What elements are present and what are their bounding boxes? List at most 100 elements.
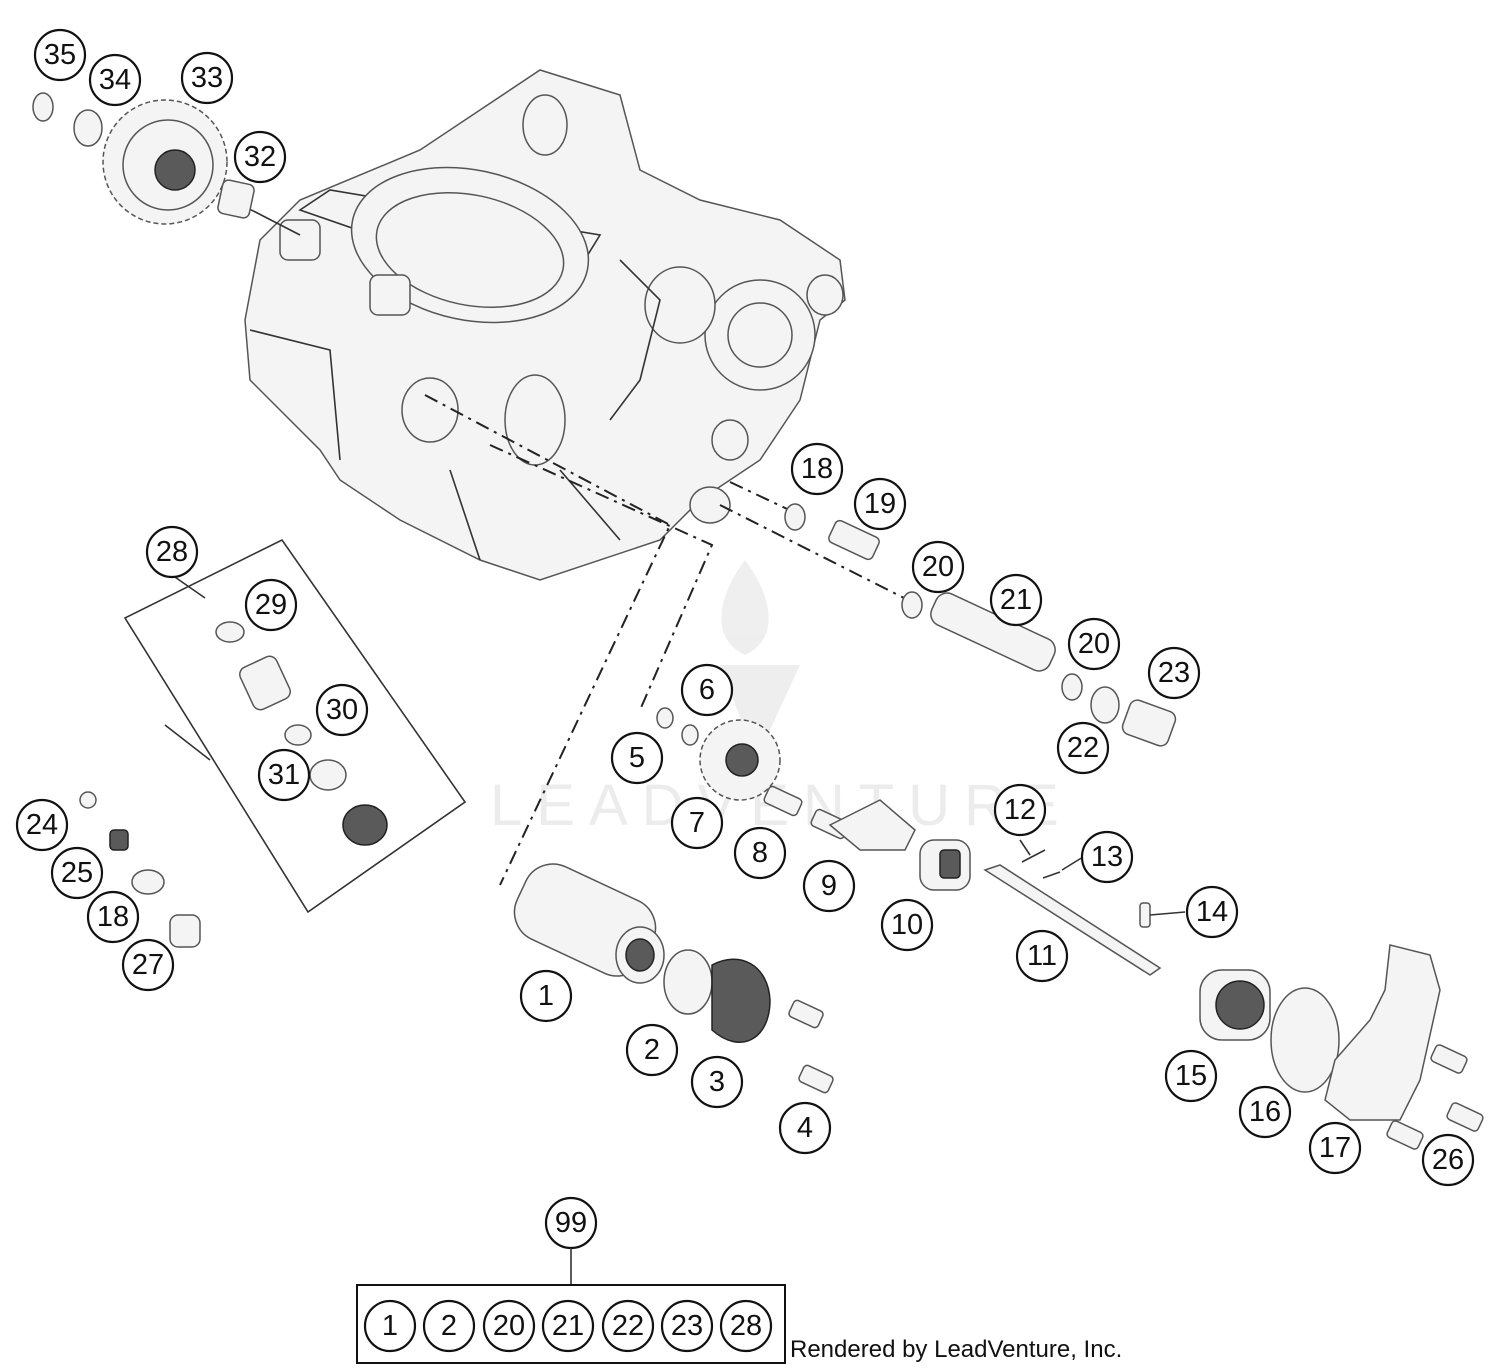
pin-12 bbox=[1021, 849, 1046, 863]
washer-18 bbox=[784, 503, 806, 531]
callout-9: 9 bbox=[802, 859, 856, 913]
callout-6: 6 bbox=[680, 663, 734, 717]
callout-25: 25 bbox=[50, 846, 104, 900]
svg-text:18: 18 bbox=[801, 453, 833, 485]
kit-99-items: 1 2 20 21 22 23 28 bbox=[363, 1299, 773, 1353]
svg-text:34: 34 bbox=[99, 64, 131, 96]
o-ring-2 bbox=[663, 949, 713, 1015]
svg-text:21: 21 bbox=[552, 1310, 584, 1342]
callout-10: 10 bbox=[880, 898, 934, 952]
callout-7: 7 bbox=[670, 796, 724, 850]
callout-35: 35 bbox=[33, 28, 87, 82]
render-credit: Rendered by LeadVenture, Inc. bbox=[790, 1336, 1123, 1363]
svg-text:33: 33 bbox=[191, 62, 223, 94]
svg-text:10: 10 bbox=[891, 909, 923, 941]
filter-cover-3 bbox=[711, 958, 771, 1043]
svg-text:12: 12 bbox=[1004, 794, 1036, 826]
o-ring-29 bbox=[215, 621, 245, 643]
bolt-4a bbox=[788, 999, 824, 1029]
svg-text:18: 18 bbox=[97, 901, 129, 933]
svg-text:1: 1 bbox=[538, 980, 554, 1012]
svg-text:2: 2 bbox=[441, 1310, 457, 1342]
svg-text:23: 23 bbox=[671, 1310, 703, 1342]
svg-text:16: 16 bbox=[1249, 1096, 1281, 1128]
o-ring-16 bbox=[1270, 987, 1340, 1093]
svg-text:22: 22 bbox=[1067, 732, 1099, 764]
callout-20: 20 bbox=[911, 540, 965, 594]
svg-text:28: 28 bbox=[730, 1310, 762, 1342]
callout-bubbles: 35 34 33 32 28 29 30 31 24 25 18 27 18 1… bbox=[15, 28, 1475, 1250]
callout-31: 31 bbox=[257, 748, 311, 802]
callout-3: 3 bbox=[690, 1055, 744, 1109]
kit-item-2: 2 bbox=[422, 1299, 476, 1353]
kit-item-28: 28 bbox=[719, 1299, 773, 1353]
svg-text:1: 1 bbox=[382, 1310, 398, 1342]
callout-19: 19 bbox=[853, 477, 907, 531]
callout-13: 13 bbox=[1080, 830, 1134, 884]
svg-text:9: 9 bbox=[821, 870, 837, 902]
callout-34: 34 bbox=[88, 53, 142, 107]
watermark-logo-icon bbox=[720, 560, 800, 730]
callout-17: 17 bbox=[1308, 1121, 1362, 1175]
kit-box-28-outline bbox=[123, 538, 467, 914]
callout-4: 4 bbox=[778, 1101, 832, 1155]
bolt-26c bbox=[1386, 1120, 1424, 1150]
svg-text:14: 14 bbox=[1196, 896, 1228, 928]
callout-26: 26 bbox=[1421, 1133, 1475, 1187]
callout-12: 12 bbox=[993, 783, 1047, 837]
callout-99: 99 bbox=[544, 1196, 598, 1250]
callout-11: 11 bbox=[1015, 929, 1069, 983]
bushing-32 bbox=[217, 179, 255, 219]
callout-1: 1 bbox=[519, 969, 573, 1023]
callout-8: 8 bbox=[733, 826, 787, 880]
washer-6 bbox=[681, 724, 699, 746]
svg-text:15: 15 bbox=[1175, 1060, 1207, 1092]
callout-21: 21 bbox=[989, 573, 1043, 627]
svg-text:20: 20 bbox=[493, 1310, 525, 1342]
screw-plug-19 bbox=[828, 519, 880, 561]
washer-34 bbox=[73, 109, 103, 147]
svg-text:99: 99 bbox=[555, 1207, 587, 1239]
pump-shaft-11 bbox=[983, 864, 1162, 976]
callout-16: 16 bbox=[1238, 1085, 1292, 1139]
o-ring-20b bbox=[1061, 673, 1083, 701]
callout-leaders bbox=[1019, 839, 1186, 916]
callout-28: 28 bbox=[145, 525, 199, 579]
kit-item-1: 1 bbox=[363, 1299, 417, 1353]
svg-text:35: 35 bbox=[44, 39, 76, 71]
bolt-4b bbox=[798, 1064, 834, 1094]
callout-18-left: 18 bbox=[86, 890, 140, 944]
kit-item-22: 22 bbox=[601, 1299, 655, 1353]
kit-99-box bbox=[356, 1284, 786, 1364]
svg-text:13: 13 bbox=[1091, 841, 1123, 873]
spring-25 bbox=[109, 829, 129, 851]
svg-text:2: 2 bbox=[644, 1034, 660, 1066]
svg-text:29: 29 bbox=[255, 589, 287, 621]
svg-text:24: 24 bbox=[26, 809, 58, 841]
kit-item-21: 21 bbox=[541, 1299, 595, 1353]
callout-14: 14 bbox=[1185, 885, 1239, 939]
washer-18-left bbox=[131, 869, 165, 895]
callout-22: 22 bbox=[1056, 721, 1110, 775]
svg-text:27: 27 bbox=[132, 949, 164, 981]
svg-text:7: 7 bbox=[689, 807, 705, 839]
svg-text:28: 28 bbox=[156, 536, 188, 568]
ball-24 bbox=[79, 791, 97, 809]
plug-27 bbox=[169, 914, 201, 948]
plug-31 bbox=[342, 804, 388, 846]
callout-29: 29 bbox=[244, 578, 298, 632]
kit-item-23: 23 bbox=[660, 1299, 714, 1353]
o-ring-20 bbox=[901, 591, 923, 619]
oil-filter-1 bbox=[513, 863, 665, 984]
svg-text:30: 30 bbox=[326, 694, 358, 726]
o-ring-30 bbox=[284, 724, 312, 746]
pump-housing-15 bbox=[1199, 969, 1271, 1041]
svg-text:20: 20 bbox=[922, 551, 954, 583]
plug-23 bbox=[1121, 699, 1177, 747]
svg-text:4: 4 bbox=[797, 1112, 813, 1144]
callout-23: 23 bbox=[1147, 646, 1201, 700]
callout-32: 32 bbox=[233, 130, 287, 184]
circlip-5 bbox=[656, 707, 674, 729]
svg-text:17: 17 bbox=[1319, 1132, 1351, 1164]
